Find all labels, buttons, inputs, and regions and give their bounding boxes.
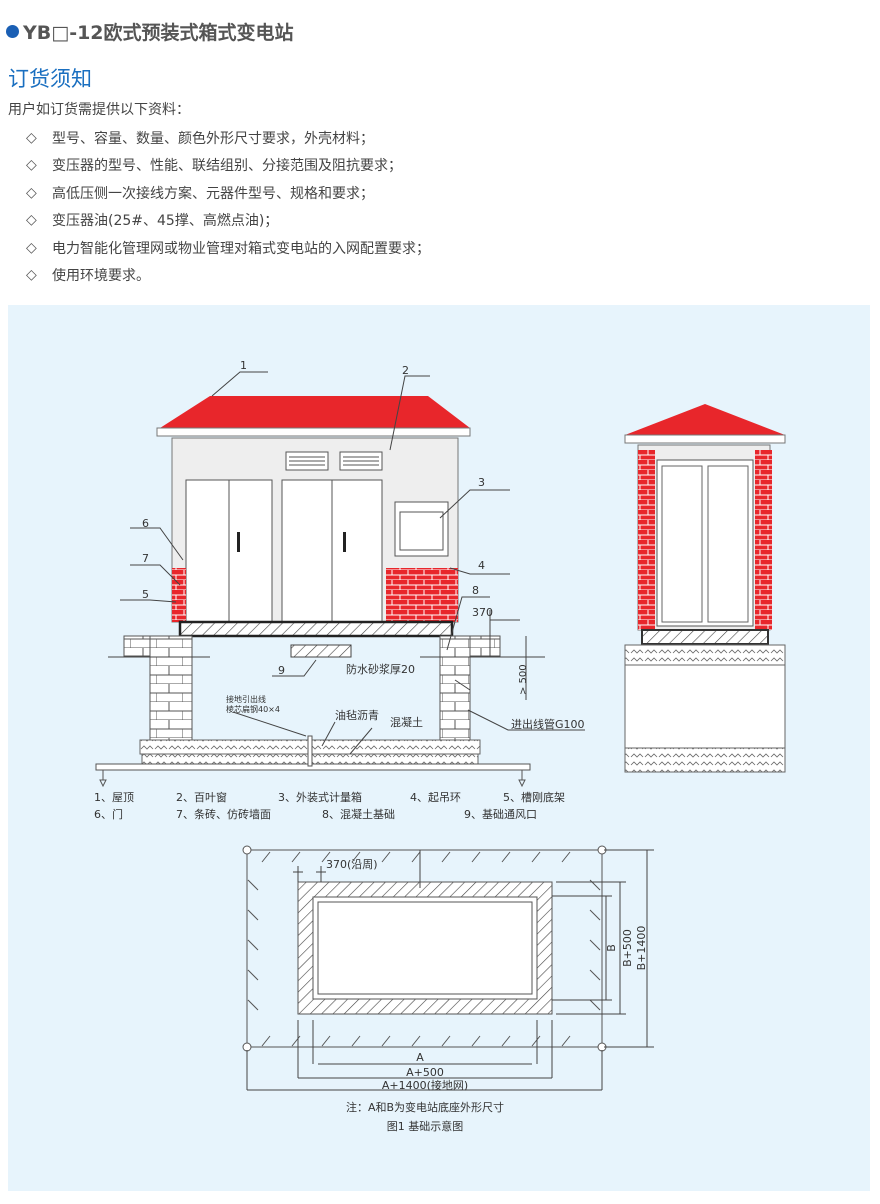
plan-dim-a500: A+500 (406, 1066, 444, 1079)
legend-item: 6、门 (94, 807, 123, 821)
requirements-list: ◇ 型号、容量、数量、颜色外形尺寸要求，外壳材料； ◇ 变压器的型号、性能、联结组别… (26, 124, 430, 289)
callout-1: 1 (240, 359, 247, 372)
dim-370: 370 (472, 606, 493, 619)
side-elevation (624, 404, 786, 773)
diamond-icon: ◇ (26, 239, 37, 256)
callout-3: 3 (478, 476, 485, 489)
diamond-icon: ◇ (26, 184, 37, 201)
callout-6: 6 (142, 517, 149, 530)
dim-500: > 500 (518, 664, 529, 695)
bullet-dot-icon (6, 25, 19, 38)
front-elevation: 1 2 3 4 5 6 7 8 9 370 > 500 防水砂浆厚20 接地引出… (95, 359, 585, 788)
felt-label: 油毡沥青 (335, 708, 379, 722)
roof (160, 396, 470, 428)
plan-dim-370: 370(沿周) (326, 858, 378, 871)
plan-dim-b1400: B+1400 (635, 926, 648, 971)
concrete-label: 混凝土 (390, 715, 423, 729)
list-item-text: 变压器的型号、性能、联结组别、分接范围及阻抗要求； (52, 158, 402, 175)
title-text: YB□-12欧式预装式箱式变电站 (23, 22, 294, 44)
legend-item: 9、基础通风口 (464, 808, 537, 821)
callout-5: 5 (142, 588, 149, 601)
list-item-text: 电力智能化管理网或物业管理对箱式变电站的入网配置要求； (52, 240, 430, 257)
plan-dim-a: A (416, 1051, 424, 1064)
ground-lead-spec: 棱芯扁钢40×4 (226, 704, 280, 714)
legend-item: 1、屋顶 (94, 791, 134, 804)
plan-note: 注：A和B为变电站底座外形尺寸 (346, 1100, 504, 1114)
conduit-label: 进出线管G100 (511, 717, 585, 731)
plan-caption: 图1 基础示意图 (387, 1119, 464, 1133)
list-item-text: 型号、容量、数量、颜色外形尺寸要求，外壳材料； (52, 130, 374, 147)
legend-item: 7、条砖、仿砖墙面 (176, 807, 271, 821)
list-item: ◇ 高低压侧一次接线方案、元器件型号、规格和要求； (26, 179, 430, 207)
callout-8: 8 (472, 584, 479, 597)
list-item: ◇ 使用环境要求。 (26, 262, 430, 290)
callout-7: 7 (142, 552, 149, 565)
section-title: 订货须知 (8, 67, 92, 91)
diamond-icon: ◇ (26, 157, 37, 174)
list-item: ◇ 型号、容量、数量、颜色外形尺寸要求，外壳材料； (26, 124, 430, 152)
legend: 1、屋顶 2、百叶窗 3、外装式计量箱 4、起吊环 5、槽刚底架 6、门 7、条… (94, 790, 565, 821)
waterproof-label: 防水砂浆厚20 (346, 662, 415, 676)
foundation-plan: 370(沿周) A A+500 A+1400(接地网) B B+500 B+14… (242, 845, 654, 1133)
legend-item: 2、百叶窗 (176, 790, 227, 804)
list-item: ◇ 变压器油(25#、45撑、高燃点油)； (26, 207, 430, 235)
intro-text: 用户如订货需提供以下资料： (8, 102, 190, 118)
callout-2: 2 (402, 364, 409, 377)
legend-item: 3、外装式计量箱 (278, 790, 362, 804)
list-item: ◇ 变压器的型号、性能、联结组别、分接范围及阻抗要求； (26, 152, 430, 180)
plan-dim-b: B (605, 944, 618, 952)
list-item: ◇ 电力智能化管理网或物业管理对箱式变电站的入网配置要求； (26, 234, 430, 262)
diamond-icon: ◇ (26, 212, 37, 229)
legend-item: 4、起吊环 (410, 791, 461, 804)
diamond-icon: ◇ (26, 129, 37, 146)
list-item-text: 高低压侧一次接线方案、元器件型号、规格和要求； (52, 185, 374, 202)
plan-dim-a1400: A+1400(接地网) (382, 1079, 468, 1092)
callout-9: 9 (278, 664, 285, 677)
page-title: YB□-12欧式预装式箱式变电站 (6, 18, 294, 45)
legend-item: 5、槽刚底架 (503, 790, 565, 804)
ground-lead-label: 接地引出线 (226, 694, 266, 704)
callout-4: 4 (478, 559, 485, 572)
diamond-icon: ◇ (26, 267, 37, 284)
list-item-text: 使用环境要求。 (52, 268, 150, 285)
legend-item: 8、混凝土基础 (322, 807, 395, 821)
plan-dim-b500: B+500 (621, 929, 634, 967)
list-item-text: 变压器油(25#、45撑、高燃点油)； (52, 213, 279, 230)
